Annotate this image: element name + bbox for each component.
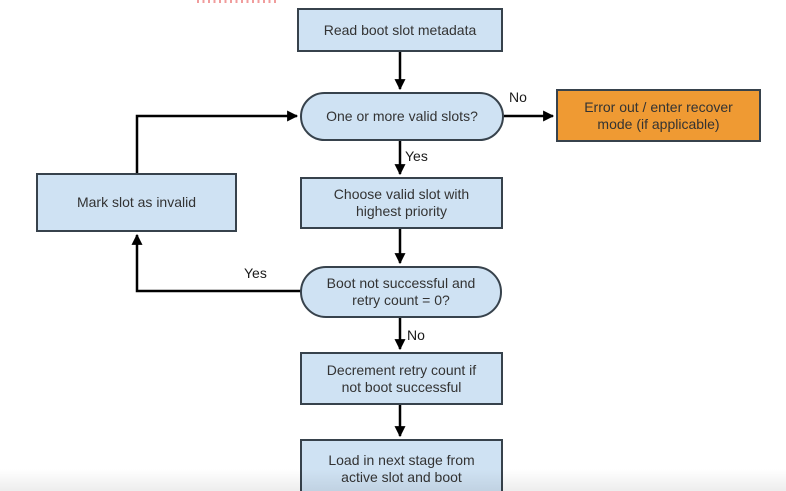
node-read-boot-slot-metadata[interactable]: Read boot slot metadata: [297, 8, 503, 52]
edge-label-no-valid-slots: No: [509, 89, 527, 105]
node-one-or-more-valid-slots[interactable]: One or more valid slots?: [300, 92, 504, 141]
node-boot-not-successful-check[interactable]: Boot not successful and retry count = 0?: [300, 266, 502, 318]
node-label: Boot not successful and retry count = 0?: [326, 275, 476, 308]
edge-label-yes-retry-check: Yes: [244, 265, 267, 281]
edge-label-no-retry-check: No: [407, 327, 425, 343]
edge-label-yes-valid-slots: Yes: [405, 148, 428, 164]
connector-markinvalid-to-validcheck: [135, 110, 299, 173]
node-label: Read boot slot metadata: [323, 21, 477, 38]
node-decrement-retry-count[interactable]: Decrement retry count if not boot succes…: [300, 352, 503, 405]
node-label: Decrement retry count if not boot succes…: [326, 361, 477, 395]
node-label: Error out / enter recover mode (if appli…: [584, 98, 733, 132]
connector-yes-to-markinvalid: [131, 233, 301, 293]
node-label: Load in next stage from active slot and …: [328, 452, 475, 485]
node-load-next-stage[interactable]: Load in next stage from active slot and …: [300, 439, 503, 491]
node-label: Mark slot as invalid: [76, 194, 197, 210]
node-mark-slot-invalid[interactable]: Mark slot as invalid: [36, 173, 237, 232]
node-choose-valid-slot[interactable]: Choose valid slot with highest priority: [300, 177, 503, 229]
clipped-red-text-marks: [197, 0, 279, 3]
node-label: One or more valid slots?: [326, 108, 478, 124]
node-label: Choose valid slot with highest priority: [333, 186, 470, 219]
node-error-out-recover-mode[interactable]: Error out / enter recover mode (if appli…: [556, 89, 761, 142]
